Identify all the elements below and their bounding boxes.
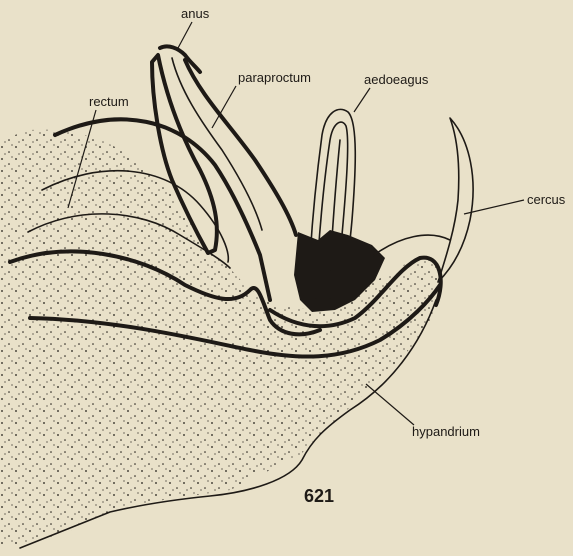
cercus-outline — [438, 118, 473, 282]
anus-leader — [178, 22, 192, 48]
figure-number: 621 — [304, 486, 334, 506]
label-hypandrium: hypandrium — [412, 424, 480, 439]
hypandrium-leader — [366, 384, 414, 425]
stippled-body — [0, 130, 439, 548]
label-rectum: rectum — [89, 94, 129, 109]
anus-tip — [160, 46, 200, 72]
aedoeagus-leader — [354, 88, 370, 112]
cercus-base — [370, 235, 450, 258]
label-cercus: cercus — [527, 192, 566, 207]
label-paraproctum: paraproctum — [238, 70, 311, 85]
label-aedoeagus: aedoeagus — [364, 72, 429, 87]
label-anus: anus — [181, 6, 210, 21]
